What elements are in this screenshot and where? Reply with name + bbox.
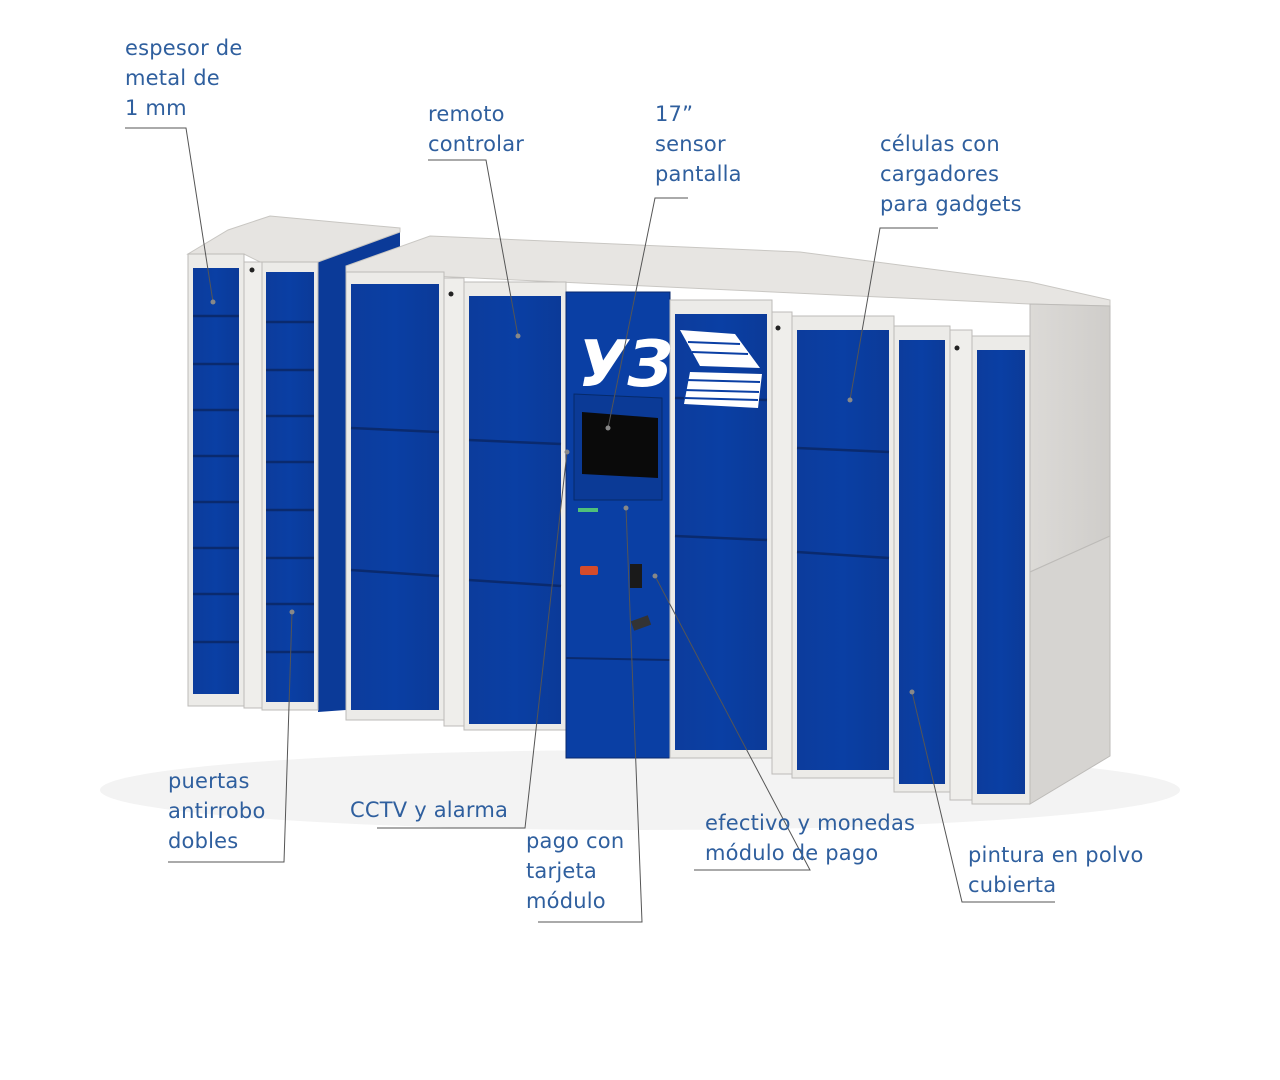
leader-powder-coating (911, 691, 1055, 903)
pillar-1 (443, 277, 465, 727)
pillar-3-lock (954, 345, 960, 351)
label-line: cargadores (880, 162, 1000, 186)
left-lock-dot (249, 267, 255, 273)
label-line: remoto (428, 102, 505, 126)
leader-card-payment (538, 507, 643, 923)
leader-touch-screen (607, 197, 688, 429)
label-cash-payment: efectivo y monedas módulo de pago (705, 808, 915, 868)
label-line: módulo (526, 889, 606, 913)
kiosk-coin-slot (630, 615, 652, 631)
bay-4-doors (797, 330, 889, 770)
bay-2-doors (469, 296, 561, 724)
left-unit-top (186, 215, 401, 263)
label-line: pintura en polvo (968, 843, 1144, 867)
label-line: dobles (168, 829, 239, 853)
kiosk-lower-divider (565, 657, 671, 661)
label-card-payment: pago con tarjeta módulo (526, 826, 624, 916)
left-separator-pillar (243, 261, 263, 709)
left-column-a-doors (193, 268, 239, 694)
pillar-1-lock (448, 291, 454, 297)
label-touch-screen: 17” sensor pantalla (655, 99, 742, 189)
leader-cash-payment (654, 575, 811, 871)
label-line: antirrobo (168, 799, 266, 823)
bay-1-doors (351, 284, 439, 710)
label-charger-cells: células con cargadores para gadgets (880, 129, 1022, 219)
label-line: para gadgets (880, 192, 1022, 216)
kiosk-cash-acceptor (630, 564, 642, 588)
label-line: efectivo y monedas (705, 811, 916, 835)
label-line: controlar (428, 132, 525, 156)
right-side-panel-upper (1029, 303, 1111, 573)
label-line: cubierta (968, 873, 1057, 897)
label-line: CCTV y alarma (350, 798, 509, 822)
logo-stripes (683, 341, 761, 401)
label-metal-thickness: espesor de metal de 1 mm (125, 33, 242, 123)
bay-5-doors (899, 340, 945, 784)
label-line: pago con (526, 829, 625, 853)
label-line: espesor de (125, 36, 243, 60)
label-line: 17” (655, 102, 694, 126)
pillar-2-lock (775, 325, 781, 331)
leader-cctv (377, 451, 568, 829)
leader-anti-theft (168, 611, 293, 863)
leader-metal-thickness (125, 127, 214, 303)
kiosk-panel (565, 291, 671, 759)
label-line: módulo de pago (705, 841, 879, 865)
kiosk-card-slot (578, 508, 598, 512)
left-column-b-doors (266, 272, 314, 702)
right-side-panel-lower (1029, 535, 1111, 805)
label-line: puertas (168, 769, 250, 793)
pillar-3 (949, 329, 973, 801)
label-powder-coating: pintura en polvo cubierta (968, 840, 1144, 900)
label-cctv-alarm: CCTV y alarma (350, 795, 508, 825)
bay-6-doors (977, 350, 1025, 794)
leader-charger-cells (849, 227, 938, 401)
label-anti-theft-doors: puertas antirrobo dobles (168, 766, 266, 856)
label-line: pantalla (655, 162, 742, 186)
label-line: sensor (655, 132, 726, 156)
label-remote-control: remoto controlar (428, 99, 524, 159)
leader-remote-control (428, 159, 519, 337)
kiosk-card-reader (580, 566, 598, 575)
label-line: tarjeta (526, 859, 597, 883)
left-door-dividers (193, 314, 314, 654)
leader-lines (125, 127, 1055, 923)
kiosk-touch-screen (582, 412, 658, 478)
label-line: células con (880, 132, 1000, 156)
main-door-dividers (350, 396, 890, 588)
label-line: metal de (125, 66, 220, 90)
leader-endpoints (210, 299, 915, 695)
logo-wing (680, 330, 760, 368)
label-line: 1 mm (125, 96, 187, 120)
main-locker-bank (345, 235, 1111, 805)
logo-text: УЗ (578, 328, 673, 402)
pillar-2 (771, 311, 793, 775)
